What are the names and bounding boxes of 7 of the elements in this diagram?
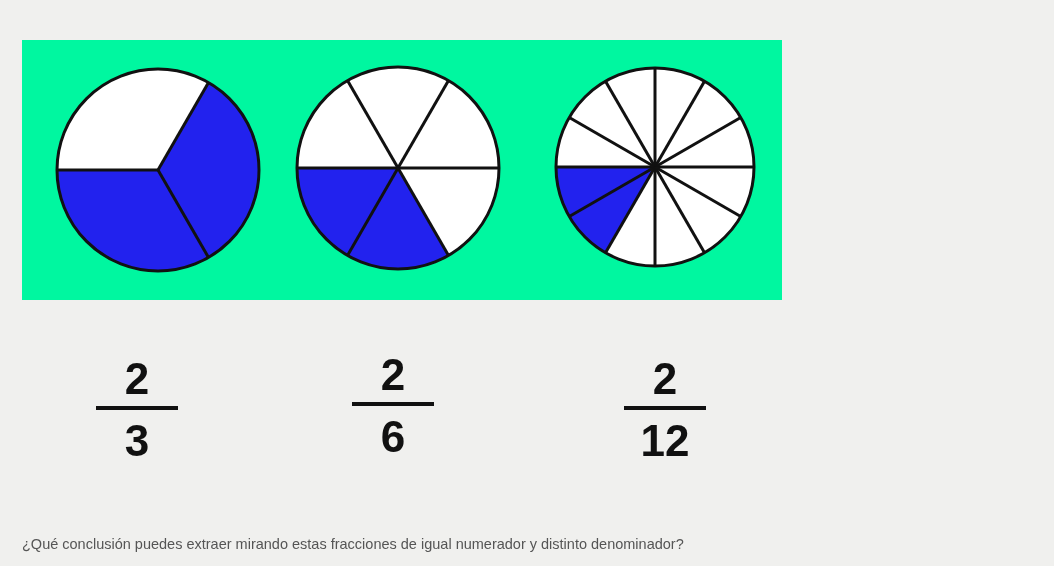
denominator: 12 [640, 418, 690, 464]
denominator: 3 [124, 418, 150, 464]
question-text: ¿Qué conclusión puedes extraer mirando estas fracciones de igual numerador y distinto denominador? [22, 536, 684, 552]
numerator: 2 [652, 356, 678, 402]
numerator: 2 [380, 352, 406, 398]
denominator: 6 [380, 414, 406, 460]
numerator: 2 [124, 356, 150, 402]
